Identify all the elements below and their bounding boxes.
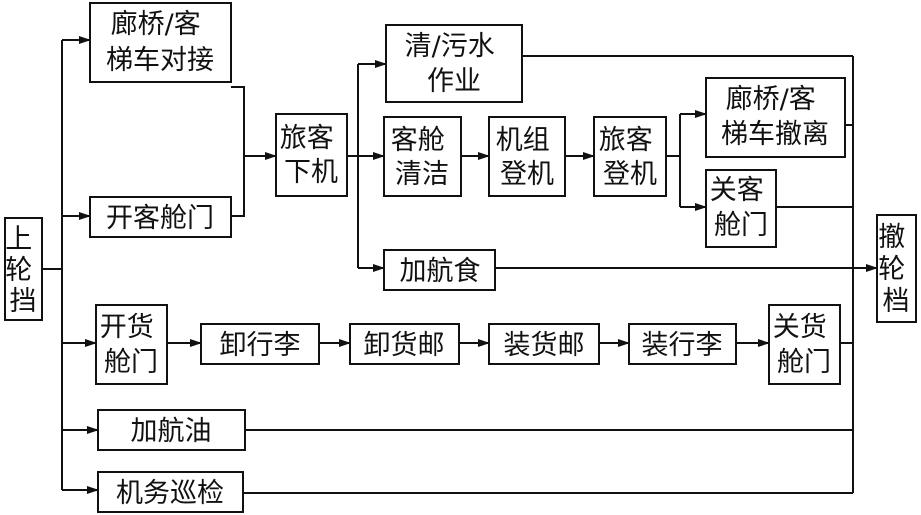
node-label-line: 下机 (284, 157, 338, 188)
arrows (62, 36, 878, 494)
node-label-line: 梯车对接 (106, 45, 214, 76)
node-label-line: 撤 (878, 222, 905, 253)
node-close-cabin-door: 关客 舱门 (705, 169, 777, 248)
node-passenger-boarding: 旅客 登机 (593, 116, 667, 197)
node-label-line: 挡 (10, 286, 37, 317)
node-open-cabin-door: 开客舱门 (89, 196, 232, 238)
svg-text:机务巡检: 机务巡检 (116, 478, 224, 509)
node-label-line: 开货 (100, 312, 154, 343)
node-unload-cargo-mail: 卸货邮 (349, 323, 460, 365)
node-close-cargo-door: 关货 舱门 (768, 304, 841, 385)
node-label-line: 旅客 (280, 123, 334, 154)
svg-text:开货 舱门: 开货 舱门 (100, 312, 163, 378)
node-label-line: 登机 (603, 159, 657, 190)
node-label-line: 开客舱门 (106, 203, 214, 234)
node-load-baggage: 装行李 (628, 323, 737, 365)
svg-text:上 轮 挡: 上 轮 挡 (5, 224, 41, 317)
node-label-line: 旅客 (599, 125, 653, 156)
node-label-line: 关货 (773, 312, 827, 343)
svg-text:装行李: 装行李 (642, 330, 723, 361)
node-label-line: 关客 (710, 175, 764, 206)
node-label-line: 装行李 (642, 330, 723, 361)
node-label-line: 廊桥/客 (726, 84, 816, 115)
node-label-line: 舱门 (777, 347, 831, 378)
svg-text:客舱 清洁: 客舱 清洁 (391, 125, 454, 190)
node-open-cargo-door: 开货 舱门 (95, 304, 168, 385)
node-chock-on: 上 轮 挡 (4, 217, 43, 321)
node-label-line: 轮 (878, 254, 905, 285)
node-catering: 加航食 (383, 249, 496, 291)
node-label-line: 清洁 (395, 159, 449, 190)
process-boxes: 上 轮 挡 廊桥/客 梯车对接 开客舱门 旅客 下机 (4, 2, 917, 513)
node-label-line: 舱门 (714, 210, 768, 241)
svg-text:廊桥/客 梯车对接: 廊桥/客 梯车对接 (106, 9, 214, 76)
node-bridge-dock: 廊桥/客 梯车对接 (89, 2, 232, 83)
svg-text:旅客 下机: 旅客 下机 (280, 123, 343, 188)
node-maintenance-inspection: 机务巡检 (97, 471, 244, 513)
svg-text:卸货邮: 卸货邮 (364, 330, 445, 361)
node-cabin-cleaning: 客舱 清洁 (383, 116, 462, 197)
svg-text:撤 轮 档: 撤 轮 档 (878, 222, 914, 317)
node-water-service: 清/污水 作业 (385, 24, 523, 103)
node-label-line: 客舱 (391, 125, 445, 156)
node-label-line: 卸行李 (220, 330, 301, 361)
svg-text:装货邮: 装货邮 (504, 330, 585, 361)
svg-text:机组 登机: 机组 登机 (496, 125, 559, 190)
svg-text:加航油: 加航油 (131, 416, 212, 447)
node-unload-baggage: 卸行李 (200, 323, 320, 365)
node-label-line: 登机 (500, 159, 554, 190)
svg-text:加航食: 加航食 (400, 256, 481, 287)
node-label-line: 机组 (496, 125, 550, 156)
node-label-line: 装货邮 (504, 330, 585, 361)
connector-lines (42, 40, 854, 494)
node-label-line: 加航油 (131, 416, 212, 447)
node-label-line: 轮 (5, 255, 32, 286)
svg-text:清/污水 作业: 清/污水 作业 (405, 31, 504, 97)
node-load-cargo-mail: 装货邮 (488, 323, 600, 365)
svg-text:开客舱门: 开客舱门 (106, 203, 214, 234)
svg-text:旅客 登机: 旅客 登机 (599, 125, 662, 190)
node-label-line: 加航食 (400, 256, 481, 287)
node-bridge-withdraw: 廊桥/客 梯车撤离 (705, 77, 846, 158)
connector-line (231, 86, 245, 217)
node-label-line: 廊桥/客 (111, 9, 201, 40)
node-label-line: 档 (883, 286, 910, 317)
node-label-line: 作业 (427, 66, 481, 97)
node-crew-boarding: 机组 登机 (488, 116, 566, 197)
node-chock-off: 撤 轮 档 (876, 214, 917, 323)
node-label-line: 卸货邮 (364, 330, 445, 361)
node-label-line: 上 (5, 224, 32, 255)
node-label-line: 机务巡检 (116, 478, 224, 509)
svg-text:廊桥/客 梯车撤离: 廊桥/客 梯车撤离 (721, 84, 829, 150)
node-label-line: 梯车撤离 (721, 119, 829, 150)
node-refuel: 加航油 (97, 409, 246, 451)
node-deplane: 旅客 下机 (275, 113, 348, 197)
svg-text:关货 舱门: 关货 舱门 (773, 312, 836, 378)
svg-text:卸行李: 卸行李 (220, 330, 301, 361)
node-label-line: 清/污水 (405, 31, 495, 62)
svg-text:关客 舱门: 关客 舱门 (710, 175, 773, 241)
node-label-line: 舱门 (104, 347, 158, 378)
